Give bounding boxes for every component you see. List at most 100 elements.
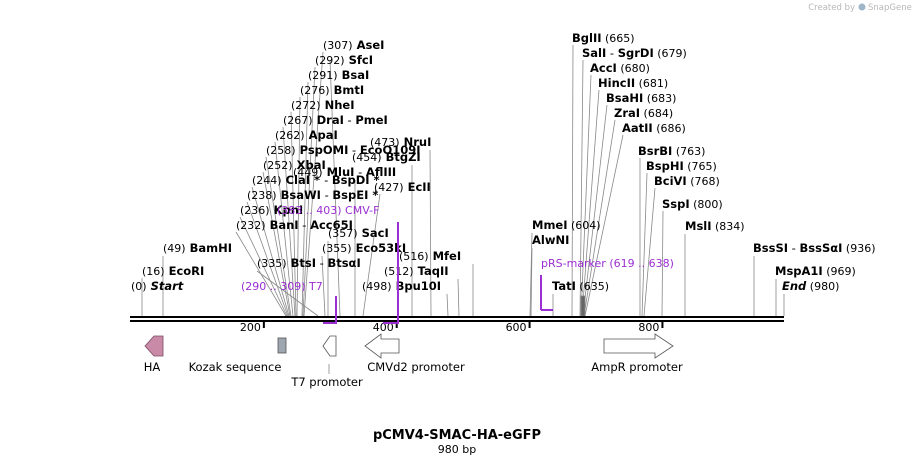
site-label: (267) DraI - PmeI [283,113,388,127]
site-leader-line [265,156,292,317]
site-label-part: (834) [712,220,745,233]
site-label-part: NheI [321,98,355,112]
feature-ampr-promoter[interactable]: AmpR promoter [591,333,683,374]
site-label-part: ClaI [282,173,310,187]
site-label: (16) EcoRI [142,264,204,278]
site-label-part: BsaI [338,68,370,82]
site-leader-line [282,126,296,317]
site-label-part: Acc65I [310,218,353,232]
site-label-part: (307) [323,39,353,52]
site-label-part: DraI [313,113,344,127]
site-label: AlwNI [532,233,569,247]
feature-cmvd2-promoter[interactable]: CMVd2 promoter [364,333,465,374]
site-label: TatI (635) [552,279,609,293]
site-leader-line [251,186,290,317]
site-label-part: BamHI [186,241,232,255]
site-label-part: (980) [806,280,839,293]
site-label-part: (679) [654,47,687,60]
site-label: (262) ApaI [275,128,338,142]
credit-text: Created by [808,3,855,13]
site-label-part: (292) [315,54,345,67]
site-label: (49) BamHI [163,241,232,255]
site-label-part: * [370,173,380,187]
site-label-part: AflIII [366,165,396,179]
site-label-part: BtsI [287,256,316,270]
site-label-part: SspI [662,197,690,211]
restriction-sites: (16) EcoRI(0) Start(49) BamHI(232) BanI … [131,31,876,293]
site-leader-line [571,44,574,317]
feature-ha[interactable]: HA [144,335,164,374]
plasmid-length: 980 bp [438,443,476,456]
feature-kozak[interactable]: Kozak sequence [189,337,287,374]
cmvd2-arrow-icon [364,333,400,359]
plasmid-name: pCMV4-SMAC-HA-eGFP [373,428,541,443]
site-leader-line [457,278,460,317]
site-label: (276) BmtI [300,83,364,97]
site-label-part: (0) [131,280,147,293]
site-label-part: BciVI [654,174,687,188]
site-label-part: BsrBI [638,144,672,158]
site-leader-line [246,201,289,317]
site-label: (0) Start [131,279,184,293]
site-label: SspI (800) [662,197,723,211]
site-label-part: (291) [308,69,338,82]
site-label-part: (683) [643,92,676,105]
site-label-part: (763) [672,145,705,158]
site-leader-line [429,149,432,317]
site-label: (291) BsaI [308,68,369,82]
site-label-part: (969) [823,265,856,278]
site-label-part: Start [147,279,184,293]
site-label-part: AseI [353,38,385,52]
site-leader-line [580,74,592,317]
site-label-part: * [368,188,378,202]
primer-label: pRS-marker (619 .. 638) [541,257,674,270]
site-label-part: End [782,279,807,293]
site-leader-line [274,141,294,317]
site-label-part: (238) [247,189,277,202]
site-leader-line [641,172,648,317]
site-label: (236) KpnI [240,203,303,217]
site-label-part: Eco53kI [352,241,407,255]
site-label: BsrBI (763) [638,144,705,158]
site-label: (473) NruI [370,135,431,149]
feature-label-kozak: Kozak sequence [189,360,282,374]
feature-label-ampr: AmpR promoter [591,360,683,374]
site-label-part: BspEI [332,188,368,202]
site-label: (454) BtgZI [352,150,421,164]
site-label: (335) BtsI - BtsαI [257,256,361,270]
site-cluster-marker [580,295,586,317]
site-label-part: BtsαI [327,256,360,270]
feature-label-t7: T7 promoter [290,375,363,389]
site-label-part: BspDI [332,173,370,187]
feature-t7-promoter[interactable]: T7 promoter [290,335,363,389]
site-label-part: EcII [404,180,431,194]
site-label-part: ZraI [614,106,640,120]
site-label-part: Bpu10I [392,279,441,293]
site-label-part: AccI [590,61,617,75]
site-leader-line [529,232,533,317]
site-label-part: (16) [142,265,165,278]
site-label: MspA1I (969) [775,264,856,278]
site-label-part: (232) [236,219,266,232]
site-label-part: - [344,113,355,127]
site-label-part: HincII [598,76,635,90]
site-label: End (980) [782,279,839,293]
site-label-part: TaqII [414,264,449,278]
ruler-tick-label: 800 [638,321,659,334]
site-label-part: (516) [399,250,429,263]
site-leader-line [296,96,301,317]
site-label-part: (635) [576,280,609,293]
site-leader-line [579,59,584,317]
site-label-part: (252) [263,159,293,172]
site-label-part: (604) [568,219,601,232]
site-label-part: (681) [635,77,668,90]
primer-labels: (290 .. 309) T7(383 .. 403) CMV-FpRS-mar… [241,204,674,293]
site-label-part: - [324,173,332,187]
site-label-part: MfeI [429,249,462,263]
site-label: (252) XbaI [263,158,326,172]
site-label-part: - [354,165,365,179]
site-label-part: SgrDI [618,46,654,60]
site-label-part: BmtI [330,83,365,97]
site-label-part: TatI [552,279,576,293]
site-leader-line [290,111,297,317]
